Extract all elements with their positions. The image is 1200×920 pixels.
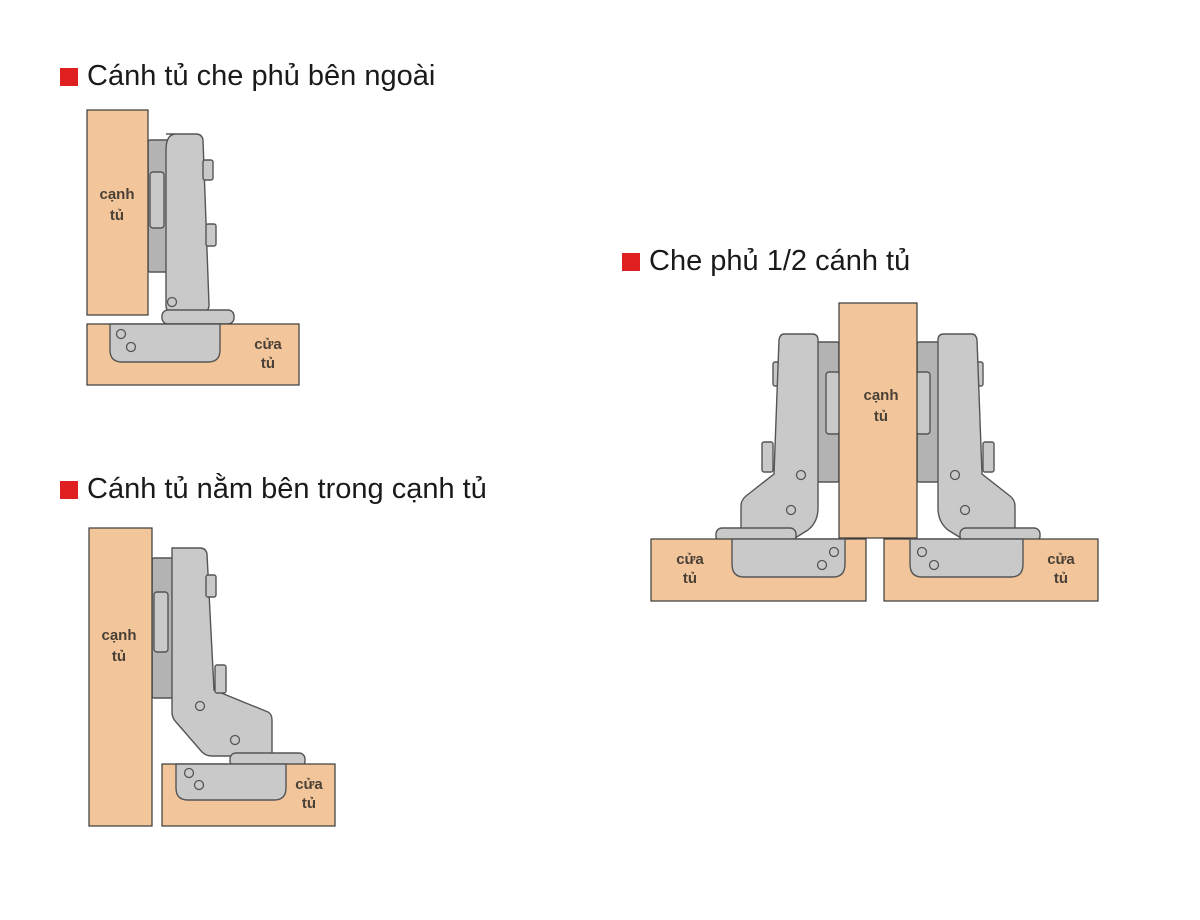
door-label-line2: tủ — [302, 795, 316, 812]
screw-hole-icon — [828, 546, 840, 558]
hinge-arm-left — [715, 333, 841, 543]
diagram-half-overlay: cạnh tủ cửa tủ cửa tủ — [650, 302, 1099, 602]
screw-hole-icon — [125, 341, 137, 353]
right-door-label-line1: cửa — [1047, 551, 1075, 568]
cabinet-side-label-line2: tủ — [874, 408, 888, 425]
right-door-label-line2: tủ — [1054, 570, 1068, 587]
heading-half-overlay: Che phủ 1/2 cánh tủ — [622, 245, 910, 278]
hinge-arm — [147, 133, 235, 325]
screw-hole-icon — [816, 559, 828, 571]
heading-full-overlay: Cánh tủ che phủ bên ngoài — [60, 60, 435, 93]
screw-hole-icon — [183, 767, 195, 779]
door-label-line1: cửa — [295, 776, 323, 793]
hinge-cup-left — [731, 538, 846, 578]
screw-hole-icon — [916, 546, 928, 558]
bullet-square-icon — [60, 67, 78, 86]
cabinet-side-label-line1: cạnh — [101, 627, 136, 644]
cabinet-side-panel — [838, 302, 918, 539]
screw-hole-icon — [795, 469, 807, 481]
screw-hole-icon — [115, 328, 127, 340]
hinge-arm — [151, 547, 306, 768]
screw-hole-icon — [959, 504, 971, 516]
door-label-line2: tủ — [261, 355, 275, 372]
heading-inset: Cánh tủ nằm bên trong cạnh tủ — [60, 473, 487, 506]
cabinet-side-label-line1: cạnh — [863, 387, 898, 404]
screw-hole-icon — [194, 700, 206, 712]
bullet-square-icon — [60, 480, 78, 499]
cabinet-side-label-line2: tủ — [112, 648, 126, 665]
door-label-line1: cửa — [254, 336, 282, 353]
cabinet-side-label-line2: tủ — [110, 207, 124, 224]
heading-full-overlay-text: Cánh tủ che phủ bên ngoài — [87, 60, 436, 92]
screw-hole-icon — [928, 559, 940, 571]
screw-hole-icon — [193, 779, 205, 791]
hinge-cup-right — [909, 538, 1024, 578]
diagram-inset: cạnh tủ cửa tủ — [88, 527, 336, 827]
left-door-label-line2: tủ — [683, 570, 697, 587]
left-door-label-line1: cửa — [676, 551, 704, 568]
cabinet-side-panel — [86, 109, 149, 316]
screw-hole-icon — [785, 504, 797, 516]
cabinet-side-panel — [88, 527, 153, 827]
bullet-square-icon — [622, 252, 640, 271]
heading-inset-text: Cánh tủ nằm bên trong cạnh tủ — [87, 473, 487, 505]
diagram-full-overlay: cạnh tủ cửa tủ — [86, 109, 300, 386]
screw-hole-icon — [166, 296, 178, 308]
heading-half-overlay-text: Che phủ 1/2 cánh tủ — [649, 245, 911, 277]
hinge-cup — [175, 763, 287, 801]
hinge-arm-right — [915, 333, 1041, 543]
screw-hole-icon — [229, 734, 241, 746]
cabinet-side-label-line1: cạnh — [99, 186, 134, 203]
hinge-cup — [109, 323, 221, 363]
screw-hole-icon — [949, 469, 961, 481]
